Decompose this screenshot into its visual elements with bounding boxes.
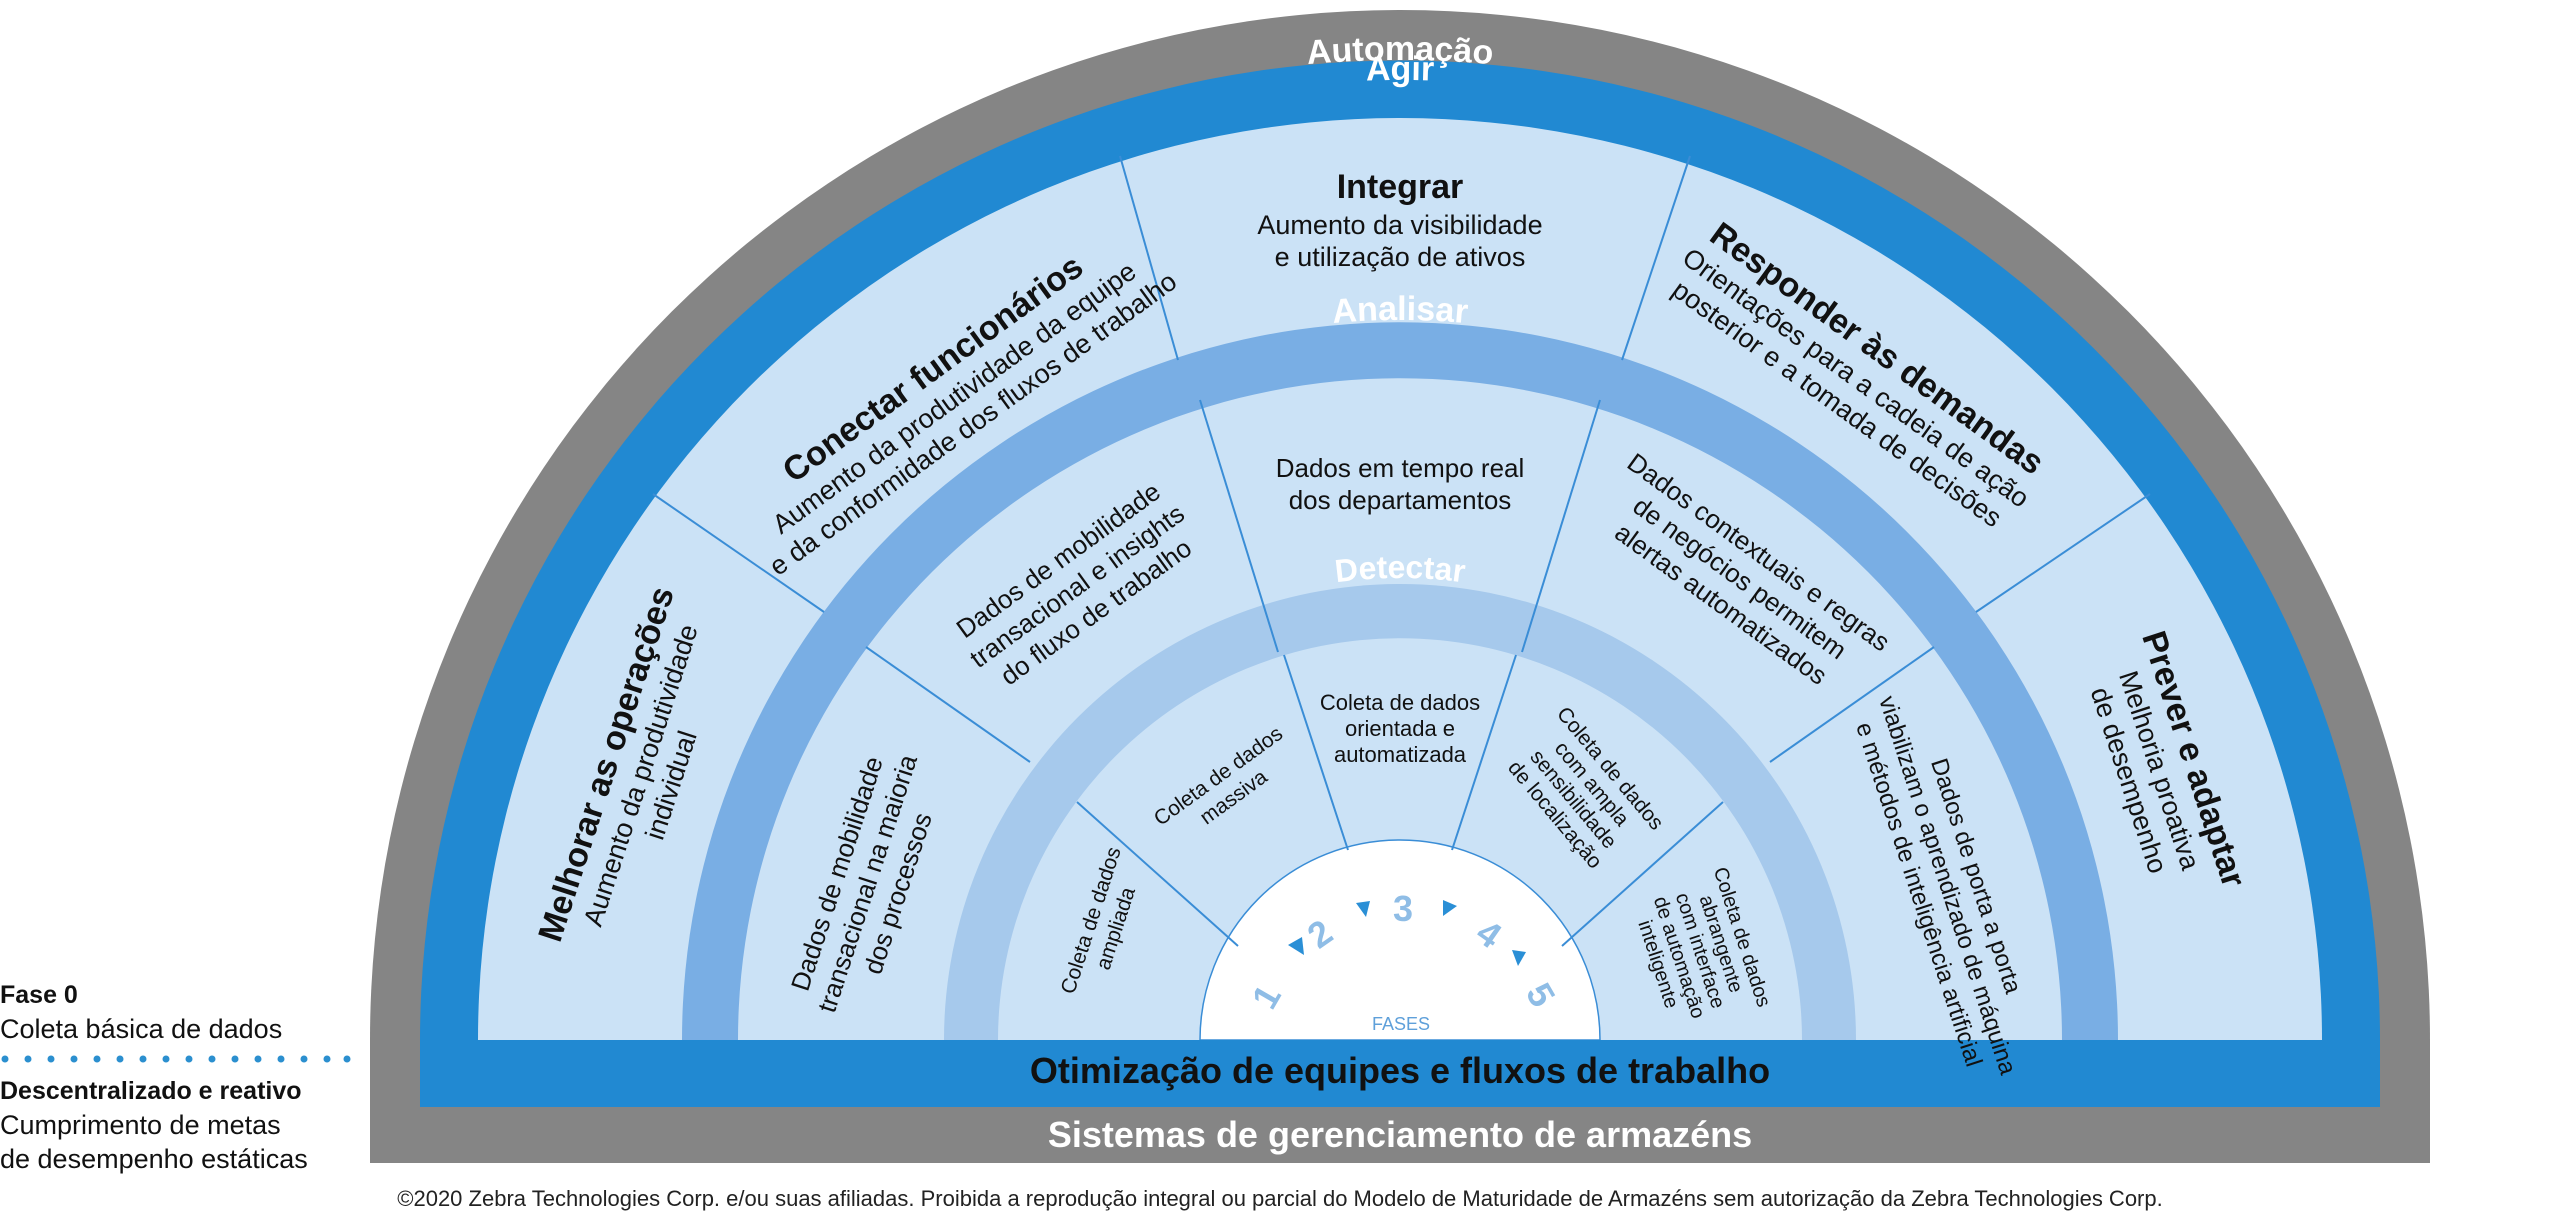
blue-bar: [420, 1040, 2380, 1102]
detectar-dividers: [1076, 654, 1724, 947]
phase-arrow-4-icon: [1512, 950, 1526, 966]
blue-bar-label: Otimização de equipes e fluxos de trabal…: [1030, 1050, 1770, 1091]
descentralizado-title: Descentralizado e reativo: [0, 1077, 302, 1105]
phase-arrow-3-icon: [1443, 900, 1457, 916]
phase-arrow-2-icon: [1356, 901, 1370, 917]
automacao-label: Automação: [1305, 30, 1495, 72]
agir-sector-3-line-2: e utilização de ativos: [1275, 242, 1526, 272]
fases-label: FASES: [1372, 1014, 1430, 1034]
copyright-notice: ©2020 Zebra Technologies Corp. e/ou suas…: [397, 1186, 2163, 1211]
analisar-label: Analisar: [1331, 290, 1470, 331]
analisar-dividers: [865, 399, 1935, 763]
agir-label: Agir: [1365, 50, 1434, 89]
svg-text:Agir: Agir: [1365, 50, 1434, 89]
detectar-sector-3-line-2: orientada e: [1345, 716, 1455, 741]
analisar-sector-3-line-2: dos departamentos: [1289, 485, 1512, 515]
fase0-title: Fase 0: [0, 981, 78, 1009]
detectar-label: Detectar: [1333, 549, 1468, 589]
bottom-bar-label: Sistemas de gerenciamento de armazéns: [1048, 1114, 1752, 1155]
detectar-sector-3-line-1: Coleta de dados: [1320, 690, 1480, 715]
dotted-separator: [1, 1055, 351, 1063]
phase-arrow-1-icon: [1288, 937, 1304, 955]
agir-sector-3: Integrar Aumento da visibilidade e utili…: [1257, 168, 1542, 272]
descentralizado-line-2: de desempenho estáticas: [0, 1144, 308, 1174]
agir-sector-3-line-1: Aumento da visibilidade: [1257, 210, 1542, 240]
fases-center: [1199, 839, 1601, 1041]
agir-dividers: [652, 155, 2151, 613]
analisar-sector-3: Dados em tempo real dos departamentos: [1276, 453, 1525, 515]
detectar-sector-3-line-3: automatizada: [1334, 742, 1467, 767]
descentralizado-line-1: Cumprimento de metas: [0, 1110, 281, 1140]
analisar-sector-3-line-1: Dados em tempo real: [1276, 453, 1525, 483]
svg-text:Analisar: Analisar: [1331, 290, 1470, 331]
phase-number-3: 3: [1393, 888, 1413, 929]
svg-text:Detectar: Detectar: [1333, 549, 1468, 589]
svg-text:Automação: Automação: [1305, 30, 1495, 72]
descentralizado-block: Descentralizado e reativo Cumprimento de…: [0, 1074, 308, 1176]
agir-sector-3-title: Integrar: [1337, 168, 1464, 206]
phase-arrows: [1288, 900, 1526, 966]
fase0-subtitle: Coleta básica de dados: [0, 1014, 283, 1044]
detectar-area: [998, 638, 1802, 1040]
bottom-bar: [370, 1107, 2430, 1163]
fase0-block: Fase 0 Coleta básica de dados: [0, 978, 282, 1046]
detectar-sector-3: Coleta de dados orientada e automatizada: [1320, 690, 1480, 767]
